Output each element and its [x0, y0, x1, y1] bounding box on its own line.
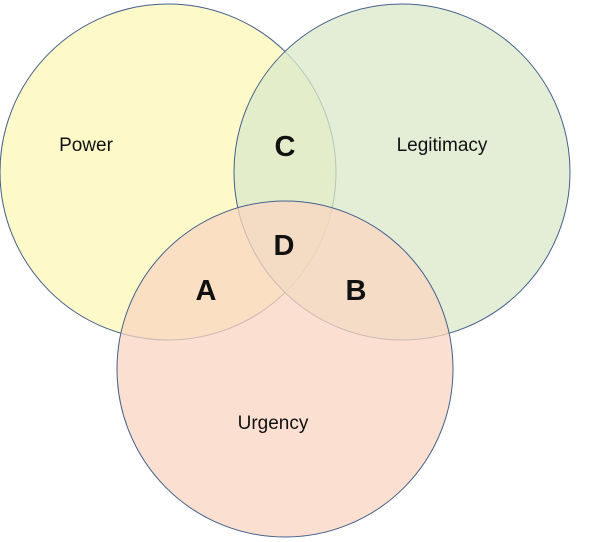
power-label: Power [59, 135, 114, 156]
region-a-label: A [196, 275, 217, 307]
urgency-label: Urgency [238, 413, 309, 434]
region-b-label: B [346, 275, 367, 307]
urgency-circle [116, 200, 454, 538]
region-d-label: D [274, 230, 295, 262]
region-c-label: C [275, 131, 296, 163]
legitimacy-label: Legitimacy [397, 135, 488, 156]
